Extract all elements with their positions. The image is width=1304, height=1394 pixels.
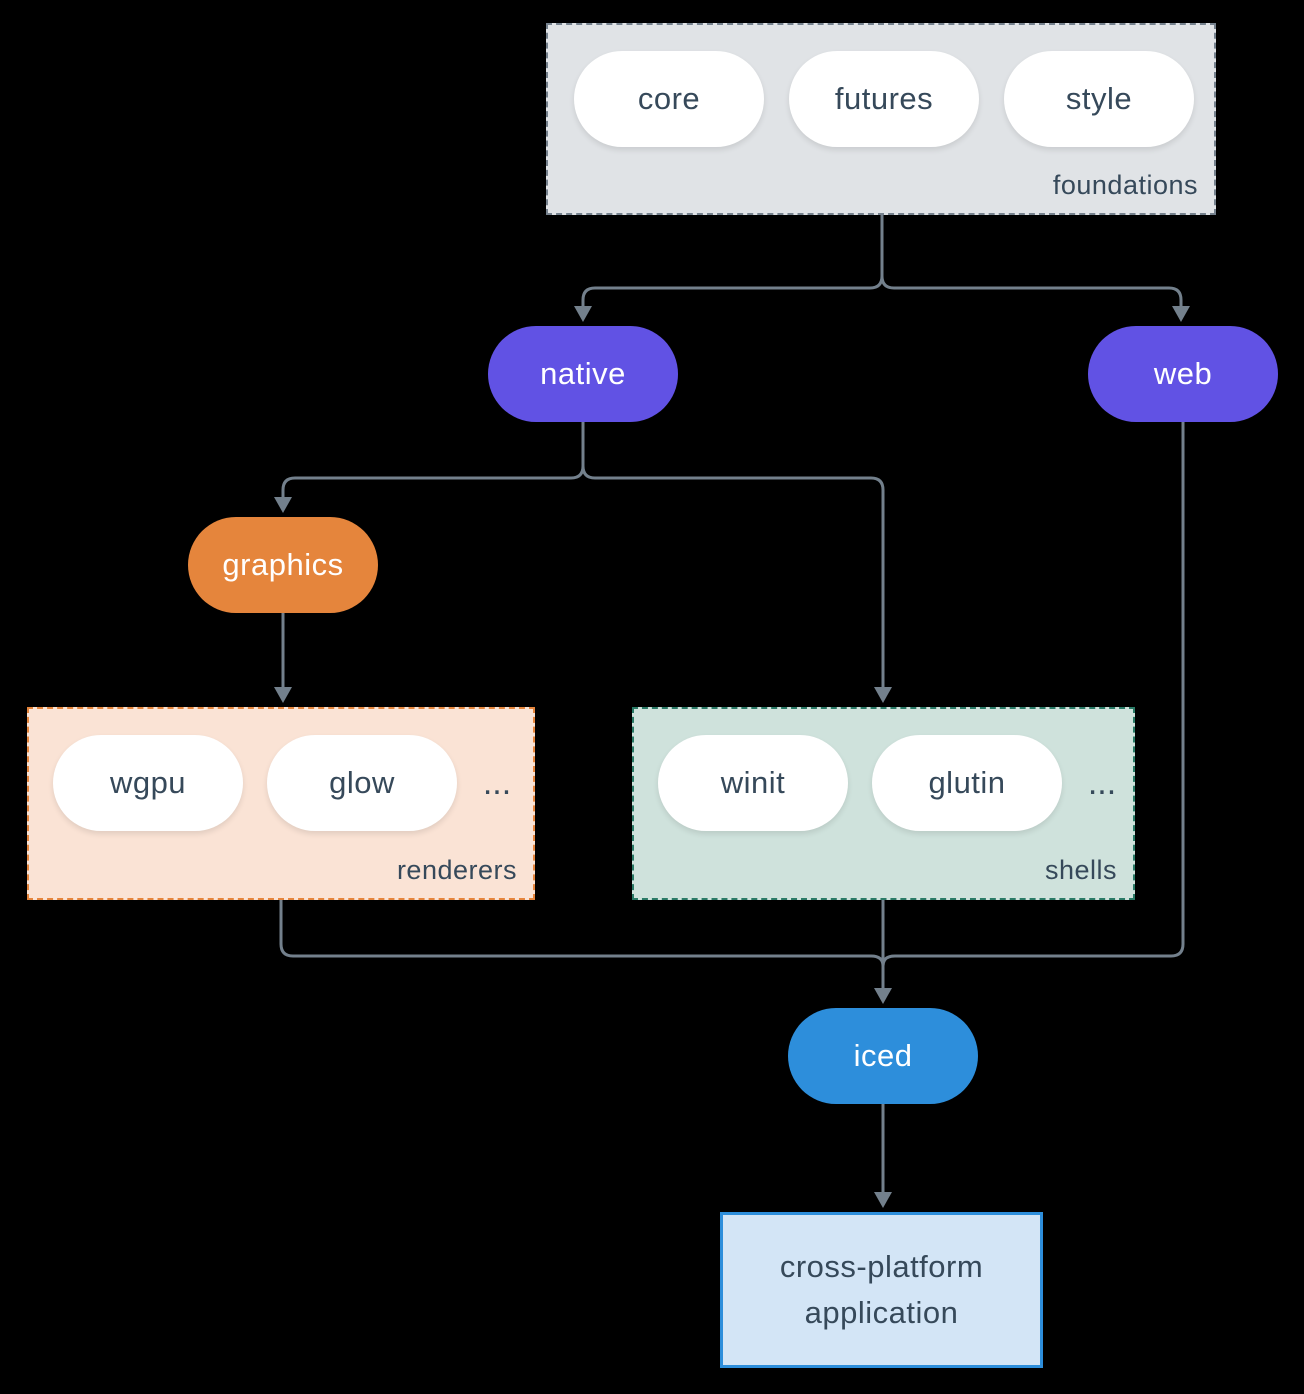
node-futures-label: futures	[834, 81, 934, 116]
node-style: style	[1004, 51, 1194, 147]
group-foundations: core futures style foundations	[546, 23, 1216, 215]
edge-native-graphics	[281, 422, 585, 497]
node-graphics: graphics	[188, 517, 378, 613]
node-graphics-label: graphics	[222, 547, 344, 582]
node-winit-label: winit	[720, 765, 786, 800]
arrowhead-application	[874, 1192, 892, 1208]
node-glutin-label: glutin	[928, 765, 1006, 800]
node-glow: glow	[267, 735, 457, 831]
shells-ellipsis: ...	[1087, 763, 1117, 802]
arrowhead-shells	[874, 687, 892, 703]
group-renderers: wgpu glow ... renderers	[27, 707, 535, 900]
group-shells: winit glutin ... shells	[632, 707, 1135, 900]
node-core-label: core	[637, 81, 701, 116]
node-glow-label: glow	[329, 765, 395, 800]
group-shells-label: shells	[1044, 855, 1117, 885]
node-core: core	[574, 51, 764, 147]
edge-renderers-iced	[279, 900, 885, 967]
node-application-line2: application	[804, 1295, 959, 1330]
node-native: native	[488, 326, 678, 422]
node-winit: winit	[658, 735, 848, 831]
node-glutin: glutin	[872, 735, 1062, 831]
arrowhead-renderers	[274, 687, 292, 703]
node-native-label: native	[540, 356, 626, 391]
group-renderers-label: renderers	[396, 855, 517, 885]
node-web: web	[1088, 326, 1278, 422]
node-iced-label: iced	[853, 1038, 913, 1073]
node-application: cross-platform application	[720, 1212, 1043, 1368]
edge-foundations-native	[581, 215, 884, 306]
renderers-ellipsis: ...	[482, 763, 512, 802]
arrowhead-native	[574, 306, 592, 322]
arrowhead-iced	[874, 988, 892, 1004]
node-web-label: web	[1153, 356, 1213, 391]
node-futures: futures	[789, 51, 979, 147]
edge-native-shells	[581, 422, 885, 687]
arrowhead-graphics	[274, 497, 292, 513]
edge-foundations-web	[880, 215, 1183, 306]
node-wgpu-label: wgpu	[109, 765, 187, 800]
node-iced: iced	[788, 1008, 978, 1104]
group-foundations-label: foundations	[1052, 170, 1198, 200]
node-style-label: style	[1065, 81, 1133, 116]
node-application-line1: cross-platform	[779, 1248, 984, 1284]
node-wgpu: wgpu	[53, 735, 243, 831]
arrowhead-web	[1172, 306, 1190, 322]
